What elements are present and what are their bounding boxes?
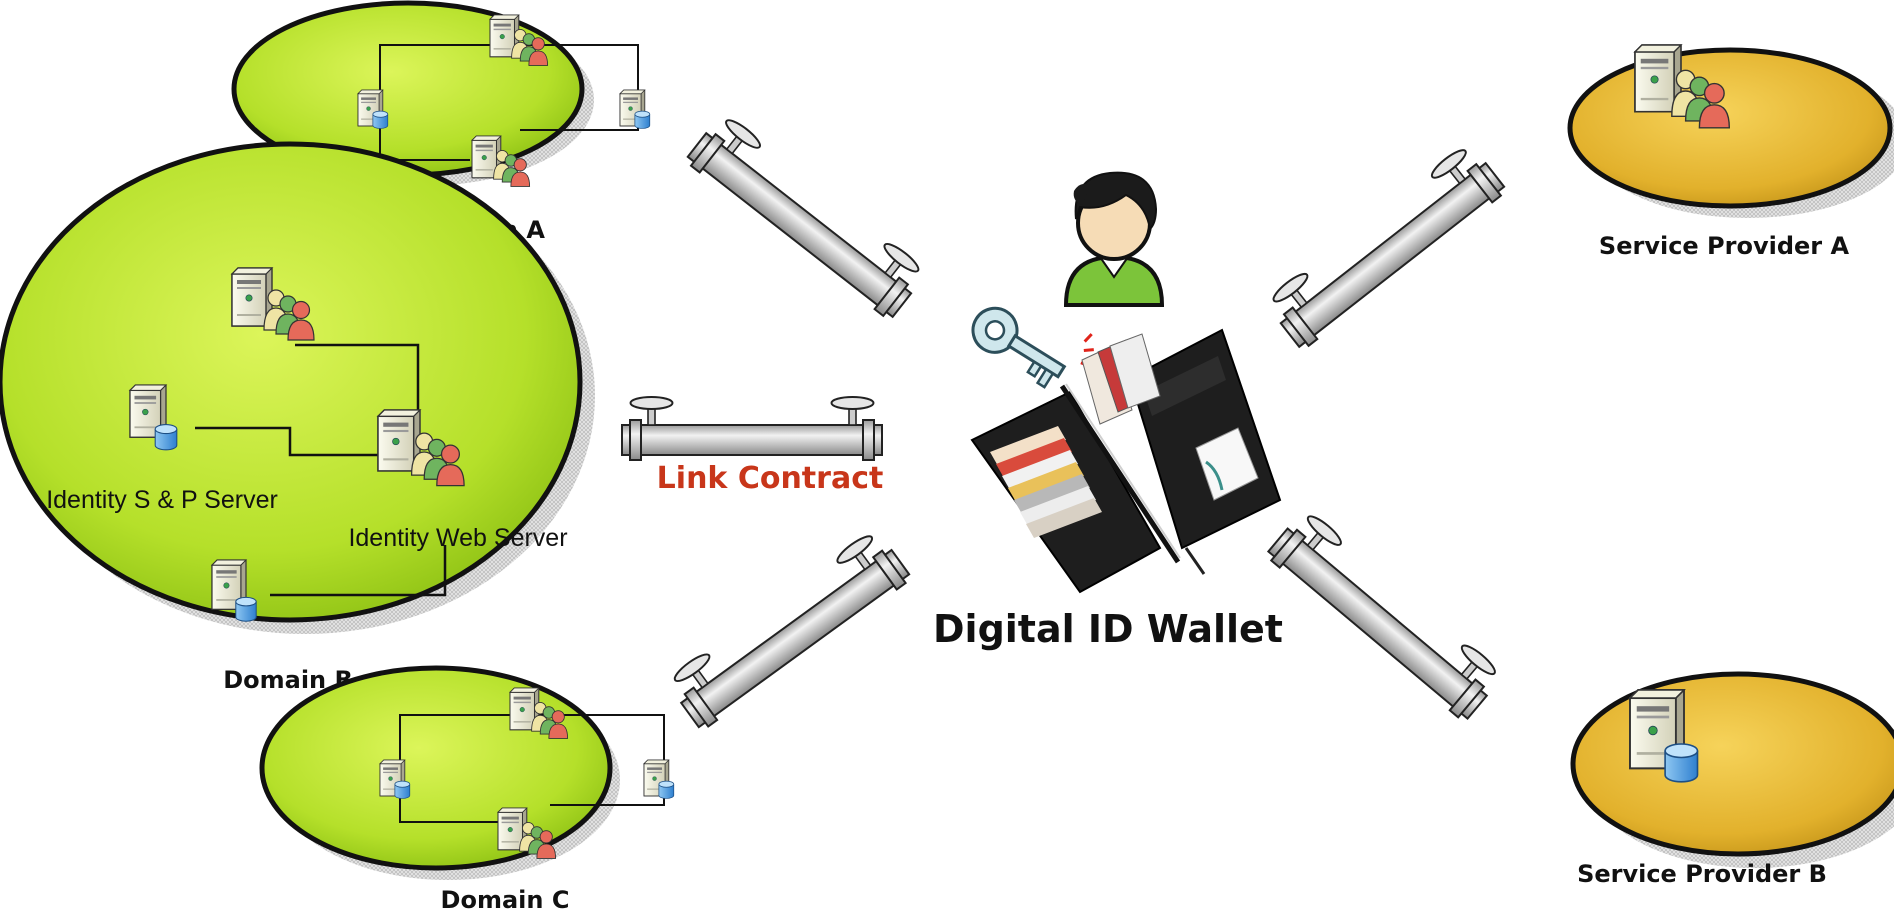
domain-a: Domain A bbox=[231, 0, 651, 244]
pipe-icon bbox=[621, 396, 883, 461]
service-provider-a: Service Provider A bbox=[1567, 44, 1894, 260]
pipe-icon bbox=[683, 110, 930, 322]
user-icon bbox=[1063, 171, 1165, 307]
pipe-icon bbox=[663, 526, 914, 733]
service-provider-a-label: Service Provider A bbox=[1599, 232, 1850, 260]
pipe-icon bbox=[1264, 506, 1506, 724]
pipe-icon bbox=[1262, 140, 1509, 352]
identity-sp-server-label: Identity S & P Server bbox=[46, 486, 278, 514]
link-contract-label: Link Contract bbox=[657, 461, 884, 496]
key-icon bbox=[971, 306, 1094, 389]
wallet-icon bbox=[970, 328, 1282, 594]
domain-c: Domain C bbox=[259, 665, 675, 913]
service-provider-b: Service Provider B bbox=[1570, 671, 1894, 888]
identity-web-server-label: Identity Web Server bbox=[348, 524, 567, 552]
service-provider-b-label: Service Provider B bbox=[1577, 860, 1827, 888]
database-server-icon bbox=[643, 759, 675, 799]
domain-c-label: Domain C bbox=[441, 886, 570, 913]
domain-b: Identity S & P Server Identity Web Serve… bbox=[0, 141, 595, 694]
digital-id-wallet-label: Digital ID Wallet bbox=[933, 607, 1283, 651]
database-server-icon bbox=[619, 89, 651, 129]
